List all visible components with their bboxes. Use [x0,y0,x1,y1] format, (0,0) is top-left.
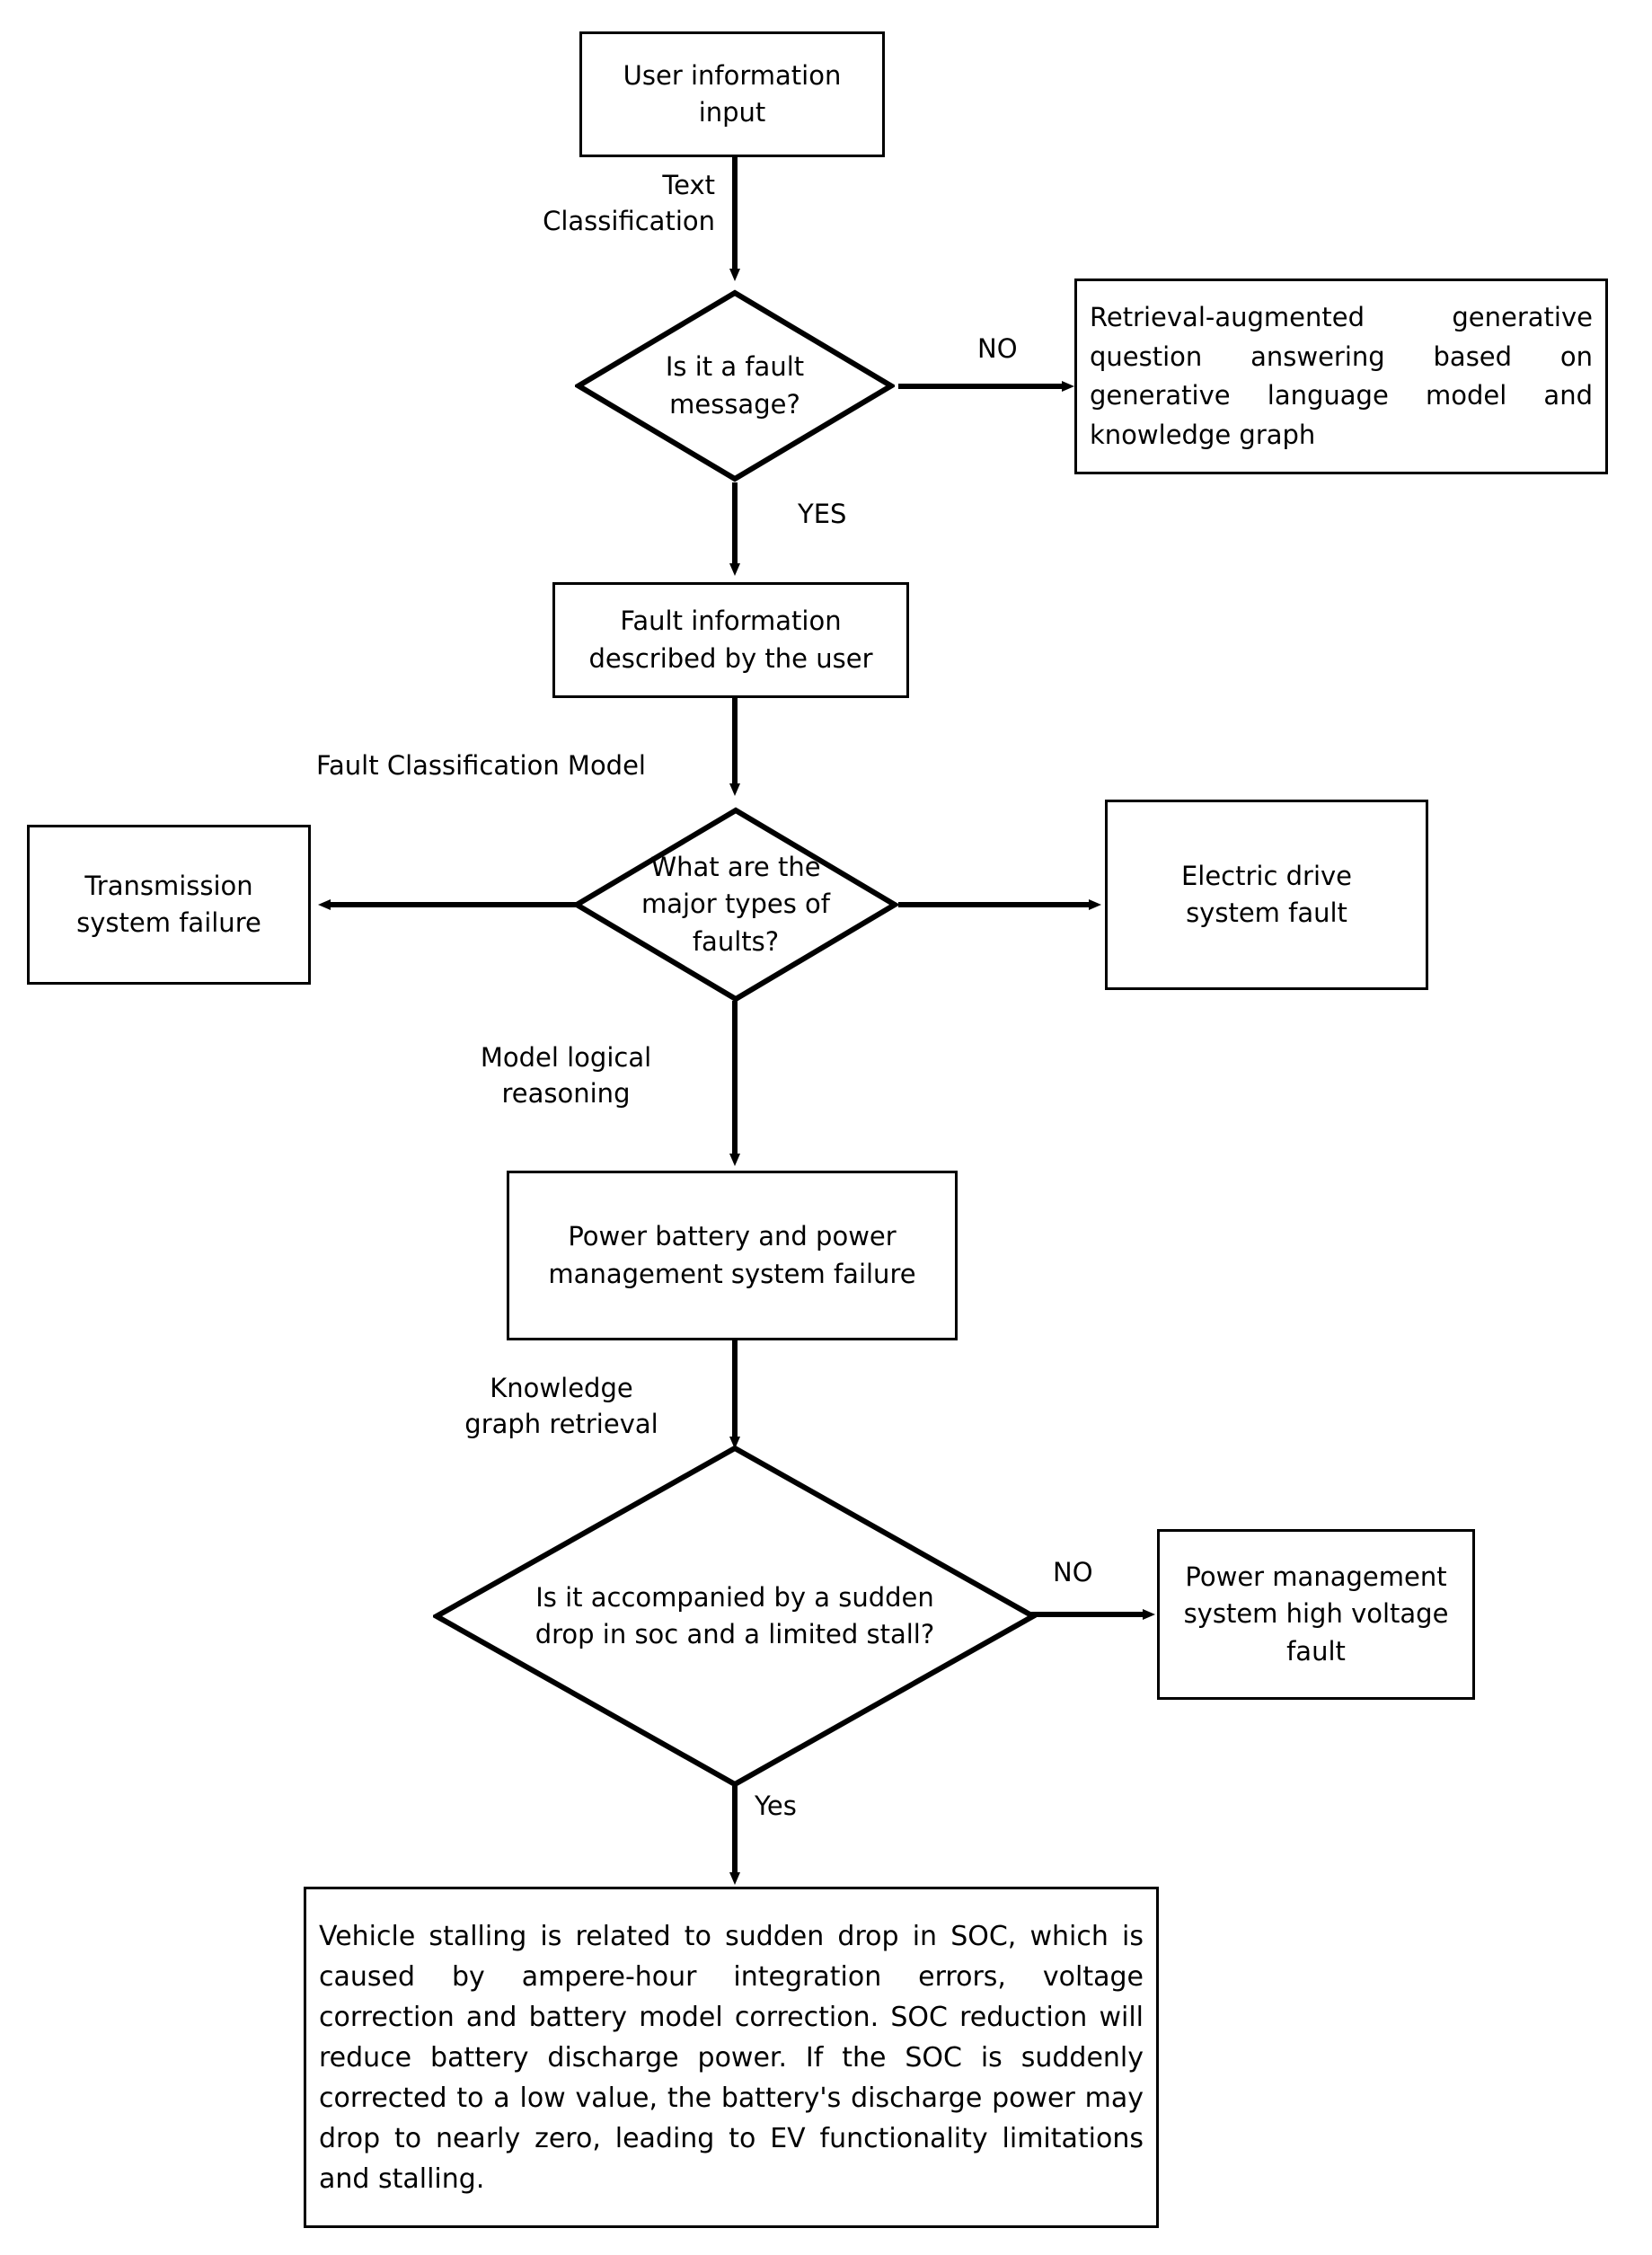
node-electric-drive-fault[interactable]: Electric drive system fault [1105,800,1428,990]
node-fault-message-decision-label: Is it a fault message? [665,351,805,420]
edge-label-soc-yes: Yes [755,1791,797,1821]
node-transmission-failure[interactable]: Transmission system failure [27,825,311,985]
fault-message-decision-shape [575,289,895,482]
node-rag-answer-label: Retrieval-augmented generative question … [1090,302,1593,450]
edge-label-text-classification: Text Classification [543,170,715,237]
node-power-battery-failure-label: Power battery and power management syste… [548,1221,916,1289]
node-high-voltage-fault[interactable]: Power management system high voltage fau… [1157,1529,1475,1700]
node-soc-decision[interactable]: Is it accompanied by a sudden drop in so… [433,1445,1037,1788]
node-user-information-input[interactable]: User information input [579,31,885,157]
edge-label-fault-classification-model: Fault Classification Model [316,750,646,781]
edge-label-soc-no: NO [1053,1557,1093,1587]
node-rag-answer[interactable]: Retrieval-augmented generative question … [1074,279,1608,474]
edge-label-fault-no: NO [977,333,1018,364]
edge-label-model-logical-reasoning: Model logical reasoning [480,1042,652,1110]
node-soc-decision-label: Is it accompanied by a sudden drop in so… [534,1581,935,1649]
node-conclusion-label: Vehicle stalling is related to sudden dr… [319,1920,1144,2195]
node-conclusion[interactable]: Vehicle stalling is related to sudden dr… [304,1887,1159,2228]
node-electric-drive-fault-label: Electric drive system fault [1180,860,1353,928]
node-fault-description[interactable]: Fault information described by the user [552,582,909,698]
fault-type-decision-shape [573,807,898,1003]
node-fault-type-decision-label: What are the major types of faults? [640,852,831,957]
node-fault-type-decision[interactable]: What are the major types of faults? [573,807,898,1003]
node-fault-message-decision[interactable]: Is it a fault message? [575,289,895,482]
node-power-battery-failure[interactable]: Power battery and power management syste… [507,1171,958,1340]
edge-label-knowledge-graph-retrieval: Knowledge graph retrieval [464,1373,658,1440]
edge-label-fault-yes: YES [798,499,847,529]
node-high-voltage-fault-label: Power management system high voltage fau… [1183,1561,1449,1667]
node-user-information-input-label: User information input [623,59,842,128]
node-transmission-failure-label: Transmission system failure [76,870,261,938]
node-fault-description-label: Fault information described by the user [588,606,873,674]
soc-decision-shape [433,1445,1037,1788]
